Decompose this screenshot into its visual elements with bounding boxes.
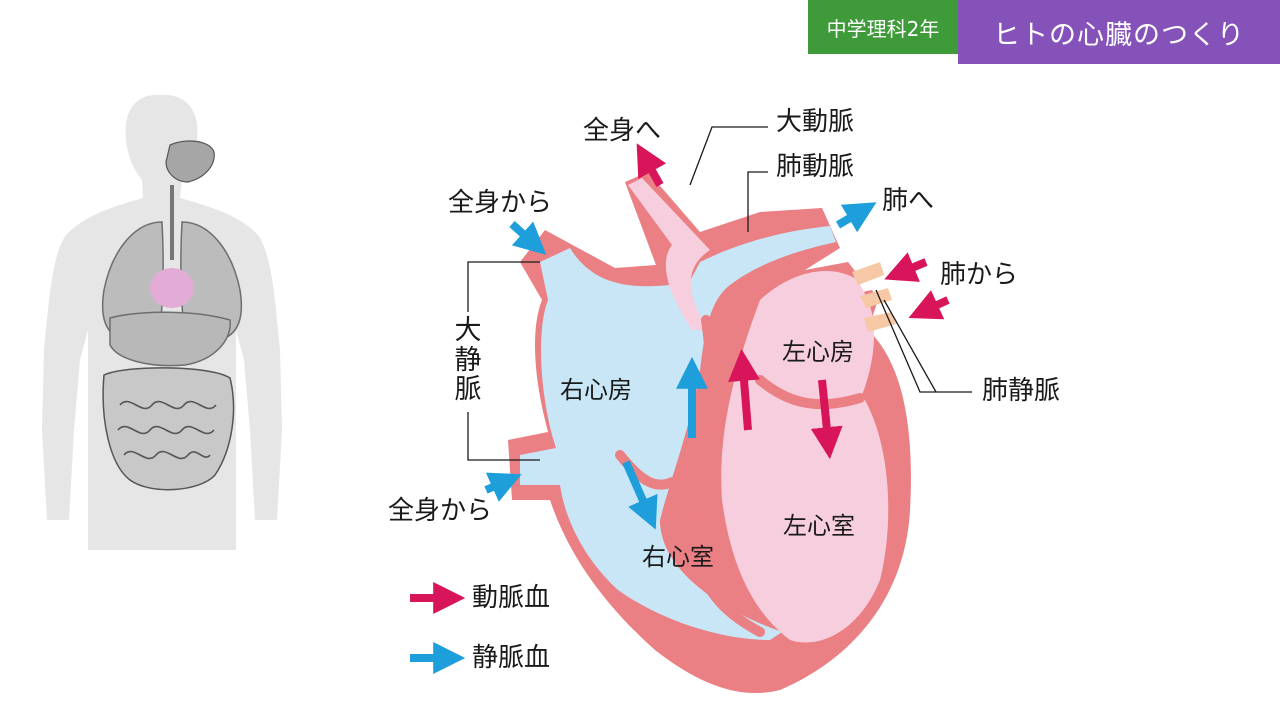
label-right-atrium: 右心房 (560, 376, 632, 404)
label-from-body-top: 全身から (448, 188, 553, 218)
label-pulmonary-artery: 肺動脈 (776, 152, 855, 182)
label-pulmonary-vein: 肺静脈 (982, 376, 1061, 406)
arrow-from-lungs-upper (884, 252, 928, 282)
arrow-ra-to-rv (622, 460, 658, 530)
pulmonary-artery-trunk (680, 226, 836, 370)
septum (691, 315, 765, 637)
liver (109, 311, 231, 367)
head-organs (165, 140, 215, 183)
right-atrium-ventricle-cavity (520, 248, 782, 640)
pulmonary-vein-callout (875, 289, 972, 393)
label-left-ventricle: 左心室 (783, 512, 855, 540)
aorta-callout (689, 126, 768, 186)
label-left-atrium: 左心房 (782, 338, 854, 366)
label-to-body: 全身へ (583, 116, 662, 146)
human-body-illustration (42, 94, 282, 550)
label-from-lungs: 肺から (940, 260, 1019, 290)
arrow-lv-to-aorta (728, 348, 760, 431)
arrow-la-to-lv (810, 379, 843, 460)
label-vena-cava: 大静脈 (454, 315, 482, 406)
legend-venous-blood: 静脈血 (472, 643, 551, 673)
pulmonary-artery-callout (747, 171, 768, 232)
arrow-from-body-top (509, 221, 547, 255)
label-from-body-bottom: 全身から (388, 496, 493, 526)
label-aorta: 大動脈 (776, 107, 855, 137)
vena-cava-bracket (467, 261, 540, 461)
arrow-to-body (636, 143, 667, 187)
callout-lines (467, 126, 972, 461)
right-av-valve-wall (615, 450, 677, 490)
arrow-from-body-bottom (484, 472, 522, 502)
arrow-to-lungs (835, 202, 877, 233)
heart-highlight (150, 268, 194, 308)
left-av-valve-wall (755, 375, 865, 410)
title-badge: ヒトの心臓のつくり (958, 0, 1280, 64)
label-right-ventricle: 右心室 (642, 543, 714, 571)
intestine-coils (117, 400, 217, 460)
page-title: ヒトの心臓のつくり (993, 19, 1245, 51)
pulmonary-vein-stubs (852, 262, 896, 332)
legend-arterial-blood: 動脈血 (472, 583, 551, 613)
left-atrium-ventricle-cavity (721, 270, 889, 643)
intestines (102, 367, 235, 491)
aorta-vessel (628, 178, 710, 330)
arrow-from-lungs-lower (908, 290, 950, 320)
blood-flow-arrows (410, 143, 950, 674)
label-to-lungs: 肺へ (882, 186, 935, 216)
grade-label: 中学理科2年 (826, 16, 940, 41)
grade-badge: 中学理科2年 (808, 0, 958, 54)
